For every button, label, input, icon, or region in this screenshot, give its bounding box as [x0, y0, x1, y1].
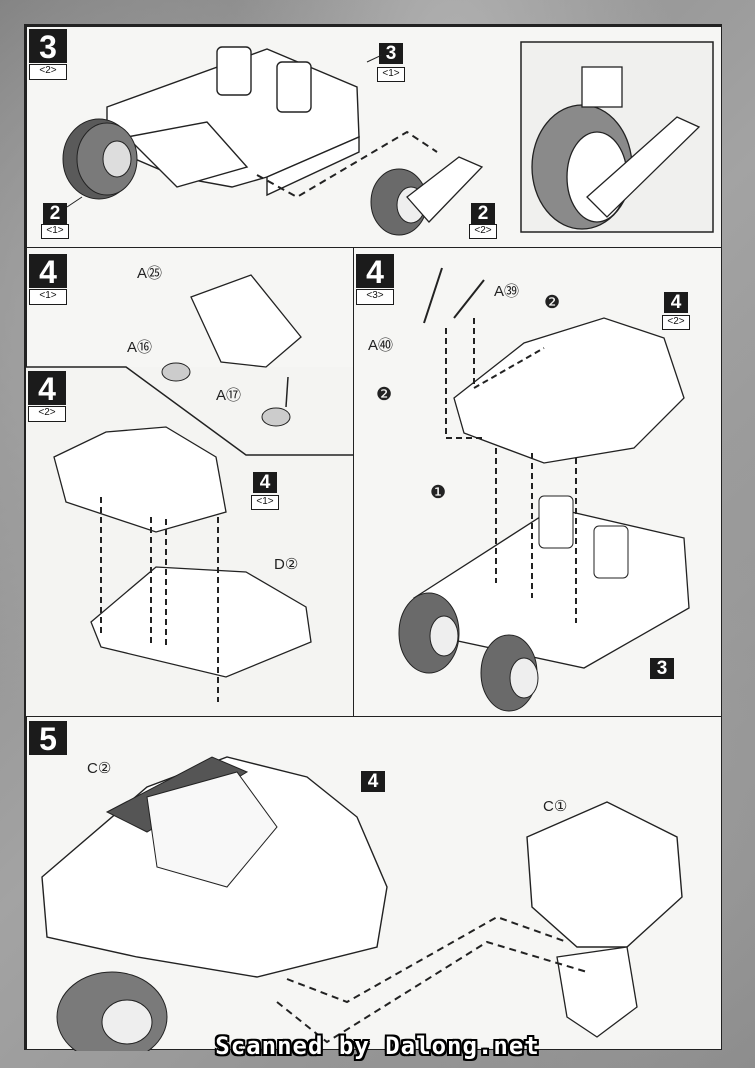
step-number: 4	[356, 254, 394, 288]
base-ref-number: 3	[650, 658, 674, 679]
step-number: 5	[29, 721, 67, 755]
part-ref-number: 2	[471, 203, 495, 224]
part-label-d2: D②	[274, 556, 299, 573]
step-4-3-drawing	[398, 267, 690, 712]
step-sub-tag: <2>	[29, 64, 67, 80]
part-label-a17: A⑰	[216, 387, 242, 404]
assembly-ref-number: 3	[379, 43, 403, 64]
step-3-panel: 3 <2> 3 <1> 2 <1> 2 <2>	[26, 26, 722, 248]
inner-ref-sub: <1>	[251, 495, 279, 510]
assembly-ref-sub: <1>	[377, 67, 405, 82]
part-label-c2: C②	[87, 760, 112, 777]
part-label-a40: A㊵	[368, 337, 394, 354]
inner-ref-number: 4	[253, 472, 277, 493]
step-3-drawing	[62, 41, 714, 236]
assembly-ref-sub: <2>	[662, 315, 690, 330]
callout-2b: ❷	[376, 384, 393, 404]
step-4-left-drawing	[26, 274, 354, 702]
part-label-a25: A㉕	[137, 265, 163, 282]
step-5-drawing	[41, 756, 683, 1051]
step-number: 3	[29, 29, 67, 63]
part-label-a16: A⑯	[127, 339, 153, 356]
callout-2a: ❷	[544, 292, 561, 312]
wheel-left	[62, 118, 138, 200]
wheel-right	[370, 156, 484, 236]
step-5-panel: 5 C② C① 4	[26, 716, 722, 1051]
part-label-c1: C①	[543, 798, 568, 815]
step-4-3-panel: 4 <3> A㊴ A㊵ ❷ ❷ ❶ 4 <2> 3	[353, 247, 722, 717]
step-4-1-panel: 4 <1> A㉕ A⑯	[26, 247, 354, 367]
step-number: 4	[28, 371, 66, 405]
step-number: 4	[29, 254, 67, 288]
callout-1: ❶	[430, 482, 447, 502]
scan-credit: Scanned by Dalong.net	[215, 1032, 540, 1060]
step-sub-tag: <3>	[356, 289, 394, 305]
part-ref-sub: <2>	[469, 224, 497, 239]
instruction-sheet: 3 <2> 3 <1> 2 <1> 2 <2>	[24, 24, 722, 1051]
part-label-a39: A㊴	[494, 283, 520, 300]
step-4-2-panel: 4 <2> 4 <1> D②	[26, 367, 354, 717]
step-sub-tag: <1>	[29, 289, 67, 305]
wheel-ref-sub: <1>	[41, 224, 69, 239]
assembly-ref-number: 4	[361, 771, 385, 792]
wheel-ref-number: 2	[43, 203, 67, 224]
assembly-ref-number: 4	[664, 292, 688, 313]
step-sub-tag: <2>	[28, 406, 66, 422]
